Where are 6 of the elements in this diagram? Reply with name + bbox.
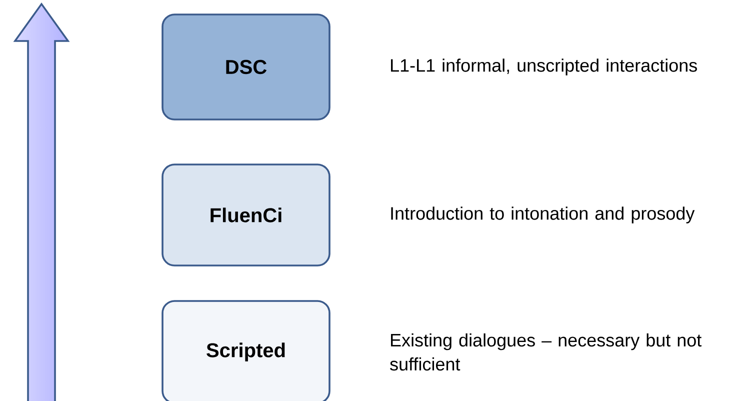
description-text: L1-L1 informal, unscripted interactions	[391, 58, 697, 76]
process-box: FluenCi	[162, 164, 330, 266]
description-text: Existing dialogues – necessary but not sufficient	[390, 333, 702, 371]
process-box: Scripted	[162, 300, 330, 401]
process-box: DSC	[162, 14, 330, 120]
description-text: Introduction to intonation and prosody	[391, 206, 695, 224]
